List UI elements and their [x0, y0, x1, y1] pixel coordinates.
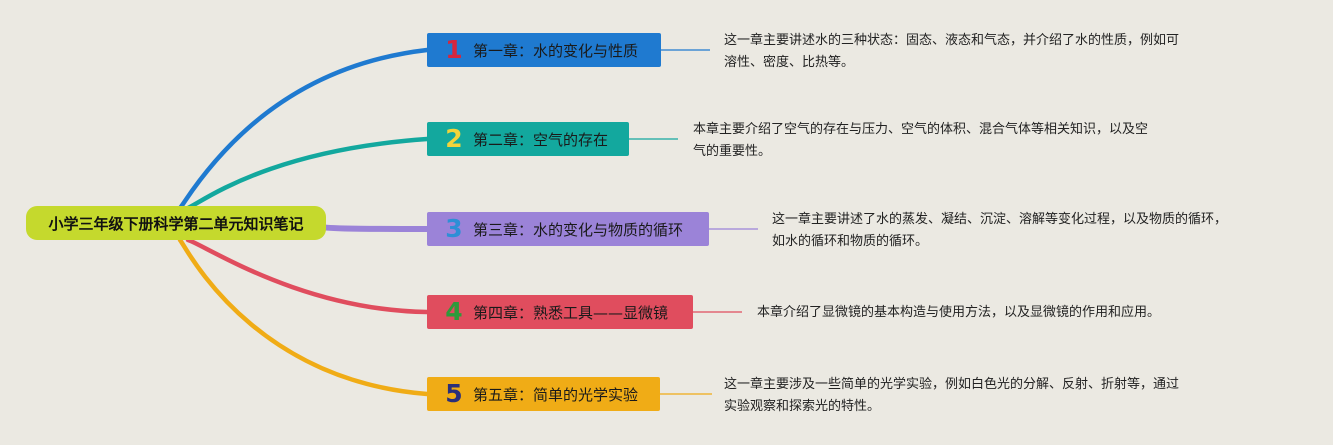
- chapter-number: 2: [445, 124, 463, 153]
- description-line: 这一章主要讲述了水的蒸发、凝结、沉淀、溶解等变化过程，以及物质的循环，: [772, 212, 1228, 227]
- chapter-label: 第三章：水的变化与物质的循环: [473, 220, 684, 239]
- chapter-label: 第四章：熟悉工具——显微镜: [473, 303, 669, 322]
- chapter-4-description: 本章介绍了显微镜的基本构造与使用方法，以及显微镜的作用和应用。: [757, 302, 1160, 324]
- chapter-5-description: 这一章主要涉及一些简单的光学实验，例如白色光的分解、反射、折射等，通过 实验观察…: [724, 374, 1179, 418]
- description-line: 实验观察和探索光的特性。: [724, 399, 881, 414]
- branch-node-chapter-1[interactable]: 1 第一章：水的变化与性质: [427, 33, 661, 67]
- chapter-number: 4: [445, 297, 463, 326]
- branch-connector-3: [319, 224, 430, 232]
- description-line: 本章主要介绍了空气的存在与压力、空气的体积、混合气体等相关知识，以及空: [693, 122, 1149, 137]
- chapter-2-description: 本章主要介绍了空气的存在与压力、空气的体积、混合气体等相关知识，以及空 气的重要…: [693, 119, 1148, 163]
- chapter-label: 第二章：空气的存在: [473, 130, 609, 149]
- chapter-number: 5: [445, 379, 463, 408]
- branch-node-chapter-4[interactable]: 4 第四章：熟悉工具——显微镜: [427, 295, 693, 329]
- chapter-label: 第一章：水的变化与性质: [473, 41, 639, 60]
- branch-node-chapter-5[interactable]: 5 第五章：简单的光学实验: [427, 377, 660, 411]
- branch-connector-1: [177, 47, 430, 211]
- chapter-3-description: 这一章主要讲述了水的蒸发、凝结、沉淀、溶解等变化过程，以及物质的循环， 如水的循…: [772, 209, 1227, 253]
- chapter-number: 1: [445, 35, 463, 64]
- description-line: 溶性、密度、比热等。: [724, 55, 855, 70]
- chapter-label: 第五章：简单的光学实验: [473, 385, 639, 404]
- description-line: 本章介绍了显微镜的基本构造与使用方法，以及显微镜的作用和应用。: [757, 305, 1161, 320]
- root-node[interactable]: 小学三年级下册科学第二单元知识笔记: [26, 206, 326, 240]
- description-line: 这一章主要讲述水的三种状态：固态、液态和气态，并介绍了水的性质，例如可: [724, 33, 1180, 48]
- description-line: 如水的循环和物质的循环。: [772, 234, 929, 249]
- branch-connector-5: [177, 237, 430, 397]
- chapter-number: 3: [445, 214, 463, 243]
- branch-node-chapter-2[interactable]: 2 第二章：空气的存在: [427, 122, 629, 156]
- chapter-1-description: 这一章主要讲述水的三种状态：固态、液态和气态，并介绍了水的性质，例如可 溶性、密…: [724, 30, 1179, 74]
- root-label: 小学三年级下册科学第二单元知识笔记: [48, 214, 304, 233]
- branch-node-chapter-3[interactable]: 3 第三章：水的变化与物质的循环: [427, 212, 709, 246]
- description-line: 气的重要性。: [693, 144, 772, 159]
- branch-connector-2: [185, 136, 430, 211]
- branch-connector-4: [185, 237, 430, 315]
- description-line: 这一章主要涉及一些简单的光学实验，例如白色光的分解、反射、折射等，通过: [724, 377, 1180, 392]
